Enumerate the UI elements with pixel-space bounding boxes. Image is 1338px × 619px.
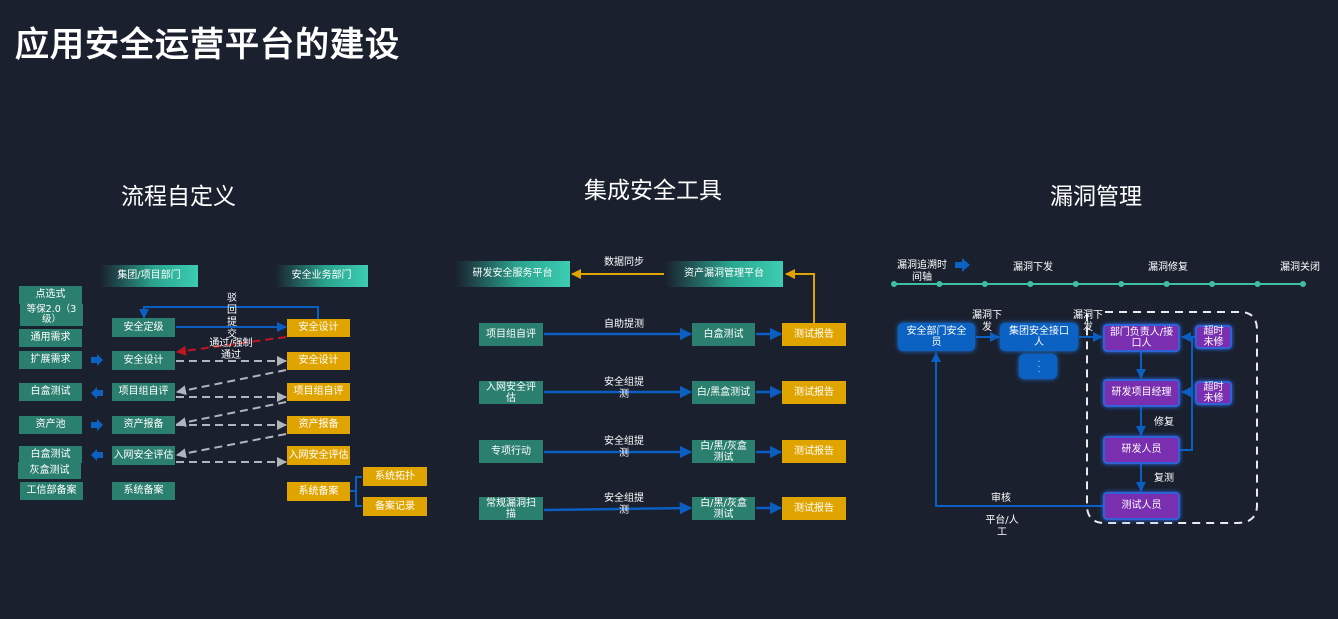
tool-report[interactable]: 测试报告 <box>782 381 846 404</box>
header-group-dept: 集团/项目部门 <box>100 265 198 287</box>
section-title-tools: 集成安全工具 <box>584 178 722 204</box>
timeline-stage-close: 漏洞关闭 <box>1280 262 1320 273</box>
edge-label-platform: 平台/人工 <box>985 515 1019 538</box>
dashed-back-2 <box>176 401 287 428</box>
sub-item-record-log[interactable]: 备案记录 <box>363 497 427 516</box>
platform-asset-vuln: 资产漏洞管理平台 <box>665 261 783 287</box>
header-security-dept: 安全业务部门 <box>275 265 368 287</box>
node-developer[interactable]: 研发人员 <box>1103 436 1180 464</box>
dashed-back-1 <box>176 369 287 396</box>
edge-label-issue-1: 漏洞下发 <box>972 310 1002 333</box>
node-security-staff[interactable]: 安全部门安全员 <box>898 323 975 351</box>
right-item-self-eval[interactable]: 项目组自评 <box>287 383 350 401</box>
tool-source[interactable]: 入网安全评估 <box>479 381 543 404</box>
node-timeout-1[interactable]: 超时未修 <box>1195 325 1232 349</box>
bracket-connector <box>350 476 362 507</box>
mid-item-network-eval[interactable]: 入网安全评估 <box>112 446 175 465</box>
right-item-sec-design[interactable]: 安全设计 <box>287 319 350 337</box>
right-item-sec-design-2[interactable]: 安全设计 <box>287 352 350 370</box>
sub-item-topology[interactable]: 系统拓扑 <box>363 467 427 486</box>
mid-item-self-eval[interactable]: 项目组自评 <box>112 383 175 401</box>
node-group-contact[interactable]: 集团安全接口人 <box>1000 323 1078 351</box>
page-title: 应用安全运营平台的建设 <box>15 25 400 65</box>
report-up-connector <box>785 269 815 323</box>
section-title-vuln: 漏洞管理 <box>1050 184 1142 210</box>
left-item-ext-req[interactable]: 扩展需求 <box>19 351 82 369</box>
edge-label-issue-2: 漏洞下发 <box>1073 310 1103 333</box>
tool-source[interactable]: 常规漏洞扫描 <box>479 497 543 520</box>
timeline-point <box>1027 281 1034 287</box>
timeline-point <box>1300 281 1306 287</box>
tools-connectors <box>543 269 815 515</box>
tool-test-type[interactable]: 白盒测试 <box>692 323 755 346</box>
left-item-whitebox[interactable]: 白盒测试 <box>19 383 82 401</box>
tool-action-label: 自助提测 <box>604 319 644 330</box>
arrow-left-icon <box>91 387 103 399</box>
edge-label-retest: 复测 <box>1154 473 1174 484</box>
left-item-whitebox-2[interactable]: 白盒测试 <box>19 446 82 463</box>
right-item-asset-report[interactable]: 资产报备 <box>287 416 350 434</box>
timeline-stage-fix: 漏洞修复 <box>1148 262 1188 273</box>
sync-label: 数据同步 <box>604 257 644 268</box>
left-item-graybox[interactable]: 灰盒测试 <box>18 462 81 479</box>
tool-action-label: 安全组提测 <box>604 493 644 516</box>
timeline-point <box>981 281 988 287</box>
reject-label: 驳回提交 <box>227 293 237 340</box>
arrow-left-icon <box>91 449 103 461</box>
tool-report[interactable]: 测试报告 <box>782 440 846 463</box>
left-item-general-req[interactable]: 通用需求 <box>19 329 82 347</box>
platform-dev-security: 研发安全服务平台 <box>455 261 570 287</box>
tool-test-type[interactable]: 白/黑盒测试 <box>692 381 755 404</box>
right-item-network-eval[interactable]: 入网安全评估 <box>287 446 350 465</box>
mid-item-sec-grading[interactable]: 安全定级 <box>112 318 175 337</box>
timeline-point <box>1209 281 1216 287</box>
arrow-right-icon <box>91 354 103 366</box>
edge-label-fix: 修复 <box>1154 417 1174 428</box>
tool-action-label: 安全组提测 <box>604 436 644 459</box>
left-item-selective[interactable]: 点选式 <box>19 286 82 304</box>
node-ellipsis: · · · <box>1019 354 1057 379</box>
timeline-stage-issue: 漏洞下发 <box>1013 262 1053 273</box>
timeline-point <box>1072 281 1079 287</box>
tool-report[interactable]: 测试报告 <box>782 497 846 520</box>
vuln-connectors <box>891 258 1306 524</box>
mid-item-sec-design[interactable]: 安全设计 <box>112 351 175 370</box>
edge-label-review: 审核 <box>991 493 1011 504</box>
tool-test-type[interactable]: 白/黑/灰盒测试 <box>692 497 755 520</box>
tool-report[interactable]: 测试报告 <box>782 323 846 346</box>
edge-dev-loop <box>1180 332 1193 451</box>
timeline-point <box>1163 281 1170 287</box>
timeline-arrow-icon <box>955 258 970 272</box>
pass-label: 通过/强制通过 <box>209 338 253 361</box>
left-item-mlps[interactable]: 等保2.0（3级） <box>20 304 83 326</box>
section-title-process: 流程自定义 <box>121 184 236 210</box>
timeline-label: 漏洞追溯时间轴 <box>897 260 947 283</box>
dashed-back-3 <box>176 433 287 459</box>
node-dept-head[interactable]: 部门负责人/接口人 <box>1103 324 1180 352</box>
node-tester[interactable]: 测试人员 <box>1103 492 1180 520</box>
tool-action-label: 安全组提测 <box>604 377 644 400</box>
right-item-sys-record[interactable]: 系统备案 <box>287 482 350 501</box>
node-timeout-2[interactable]: 超时未修 <box>1195 381 1232 405</box>
tool-source[interactable]: 项目组自评 <box>479 323 543 346</box>
node-project-manager[interactable]: 研发项目经理 <box>1103 379 1180 407</box>
mid-item-sys-record[interactable]: 系统备案 <box>112 482 175 500</box>
timeline-point <box>1118 281 1125 287</box>
timeline-point <box>1254 281 1261 287</box>
left-item-asset-pool[interactable]: 资产池 <box>19 416 82 434</box>
mid-item-asset-report[interactable]: 资产报备 <box>112 416 175 434</box>
left-item-miit-record[interactable]: 工信部备案 <box>20 482 83 500</box>
tool-test-type[interactable]: 白/黑/灰盒测试 <box>692 440 755 463</box>
tool-source[interactable]: 专项行动 <box>479 440 543 463</box>
arrow-right-icon <box>91 419 103 431</box>
